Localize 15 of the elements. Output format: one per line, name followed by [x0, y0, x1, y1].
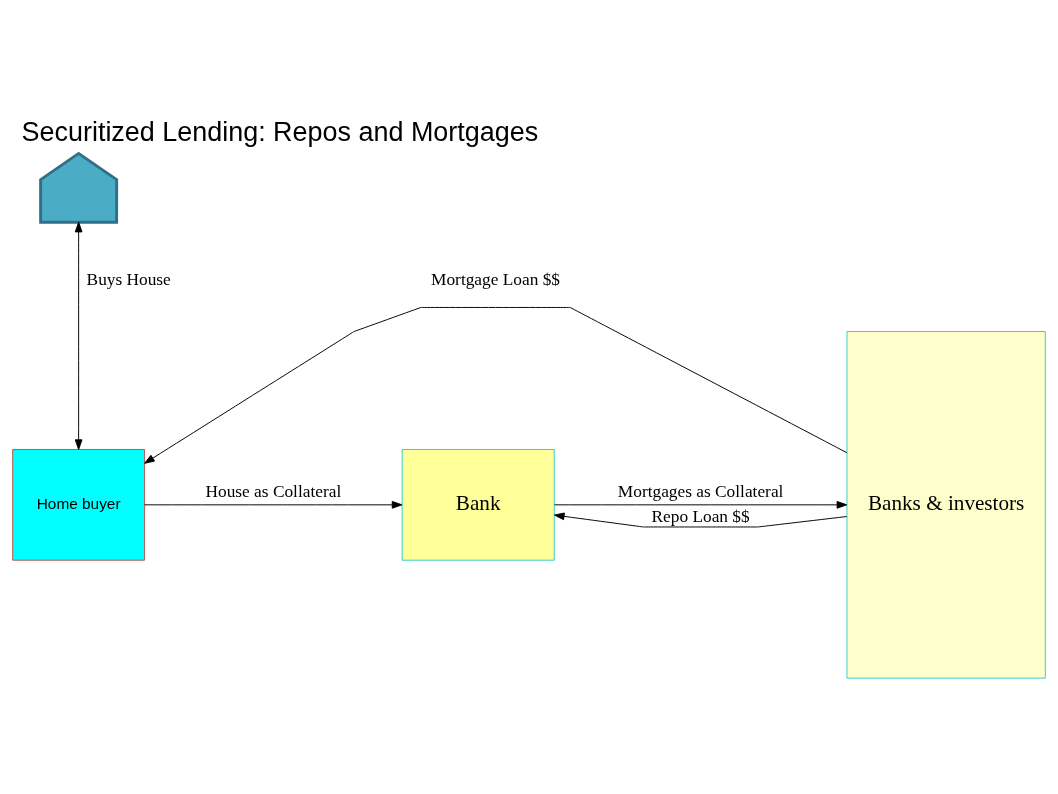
arrow [144, 306, 848, 464]
node-box: Bank [401, 449, 555, 561]
edge-label: House as Collateral [205, 481, 342, 501]
arrow [553, 501, 848, 509]
node-box: Banks & investors [846, 331, 1046, 679]
node-box: Home buyer [12, 449, 146, 561]
edge-label: Mortgage Loan $$ [431, 269, 561, 289]
node-house [39, 151, 119, 224]
arrow [144, 501, 403, 509]
arrow [74, 221, 83, 450]
edge-label: Mortgages as Collateral [617, 481, 784, 501]
diagram-title: Securitized Lending: Repos and Mortgages [21, 117, 539, 148]
arrow [554, 512, 848, 528]
edge-label: Repo Loan $$ [651, 506, 750, 526]
edge-label: Buys House [86, 269, 171, 289]
